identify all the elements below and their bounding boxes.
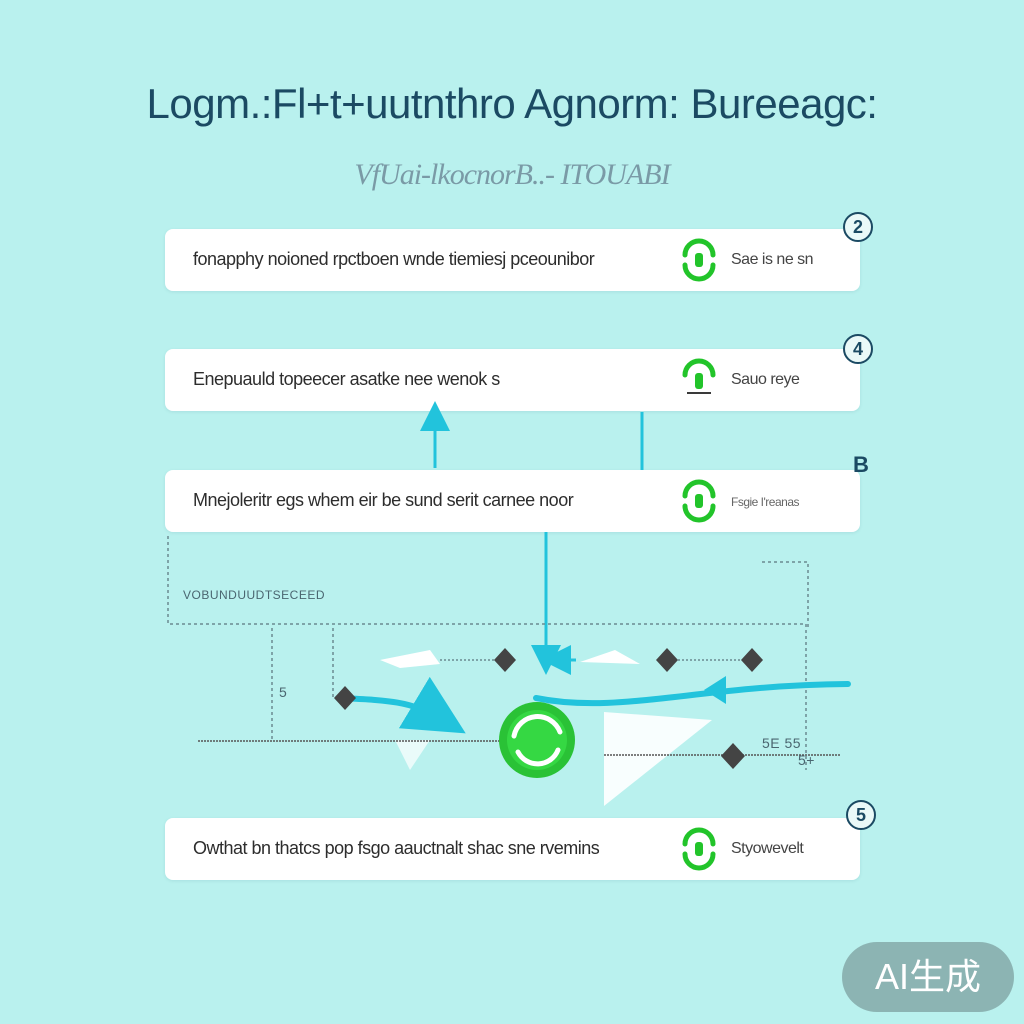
diagram-subtitle: VfUai-lkocnorB..- ITOUABI [354,158,670,191]
step-card-1: fonapphy noioned rpctboen wnde tiemiesj … [165,229,860,291]
step-status-label: Sae is ne sn [731,251,814,268]
curved-arrow-left [335,676,466,734]
dashed-route-right [762,561,809,628]
decision-diamond [741,648,763,672]
step-status-label: Fsgie I'reanas [731,495,800,509]
decision-diamond [494,648,516,672]
white-flag-right [580,650,640,664]
diamond-left [334,686,356,710]
decision-diamond [656,648,678,672]
step-card-3: Mnejoleritr egs whem eir be sund serit c… [165,470,860,532]
step-number-badge: 5 [846,800,876,830]
status-check-icon [682,238,716,282]
step-text: Enepuauld topeecer asatke nee wenok s [193,369,500,389]
step-text: Mnejoleritr egs whem eir be sund serit c… [193,490,574,510]
right-marker-bottom: 5+ [798,752,815,768]
step-card-2: Enepuauld topeecer asatke nee wenok s Sa… [165,349,860,411]
step-text: Owthat bn thatcs pop fsgo aauctnalt shac… [193,838,600,858]
dashed-box-label: VOBUNDUUDTSECEED [183,588,326,602]
white-wedge [604,712,712,806]
step-status-label: Sauo reye [731,371,800,388]
white-wedge [395,740,430,770]
left-marker-label: 5 [279,684,288,700]
diagram-title: Logm.:Fl+t+uutnthro Agnorm: Bureeagc: [146,80,878,127]
dashed-route-left [167,536,807,770]
step-card-4: Owthat bn thatcs pop fsgo aauctnalt shac… [165,818,860,880]
status-check-icon [682,358,716,394]
ai-generated-watermark: AI生成 [842,942,1014,1012]
status-check-icon [682,479,716,523]
step-status-label: Styowevelt [731,840,804,857]
step-number-badge: 4 [843,334,873,364]
curved-arrow-right [533,681,851,707]
step-text: fonapphy noioned rpctboen wnde tiemiesj … [193,249,595,269]
status-check-icon [682,827,716,871]
decision-diamond [721,743,745,769]
white-flag-left [380,650,440,668]
step-number-badge: 2 [843,212,873,242]
step-number-badge: B [853,452,869,477]
right-marker-top: 5E 55 [762,735,802,751]
